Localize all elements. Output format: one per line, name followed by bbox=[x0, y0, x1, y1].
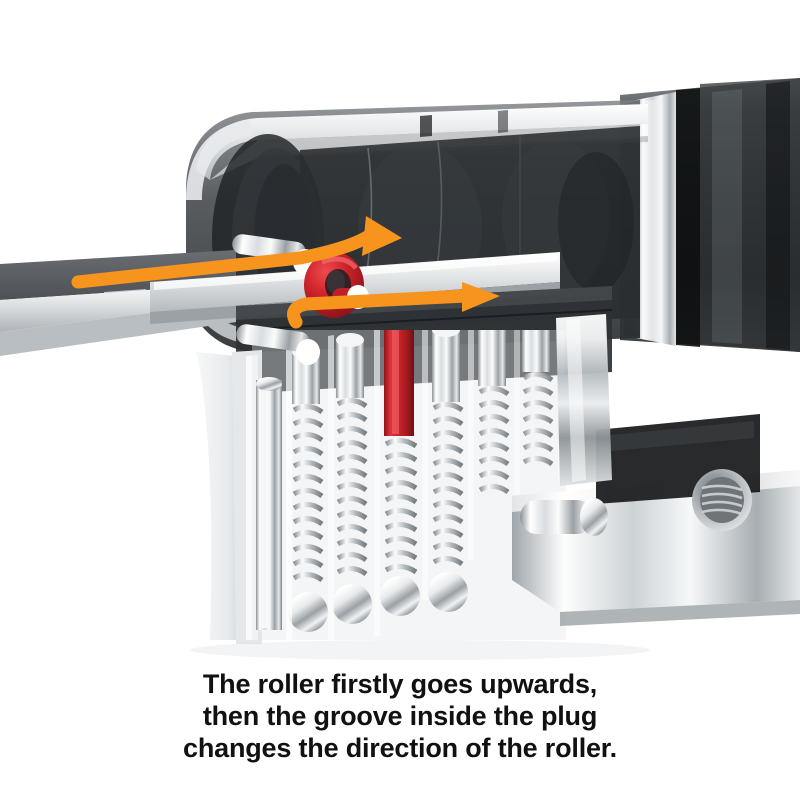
pin-chamber bbox=[522, 330, 554, 467]
caption-line-1: The roller firstly goes upwards, bbox=[202, 669, 598, 699]
roller-assembly bbox=[71, 216, 500, 365]
cam-pin bbox=[520, 498, 608, 536]
caption-line-2: then the groove inside the plug bbox=[202, 701, 598, 731]
screw-hole bbox=[692, 469, 752, 531]
caption-text: The roller firstly goes upwards, then th… bbox=[0, 668, 800, 764]
cylinder-body-group bbox=[620, 78, 800, 352]
arrow-right-icon bbox=[287, 282, 500, 329]
caption-line-3: changes the direction of the roller. bbox=[183, 733, 617, 763]
cylinder-face-plate bbox=[196, 350, 262, 644]
lower-tip-pin bbox=[236, 324, 320, 365]
pin-chamber bbox=[478, 330, 510, 495]
pin-chamber bbox=[428, 330, 468, 612]
lock-cylinder-illustration bbox=[0, 78, 800, 660]
pin-chamber-highlight bbox=[380, 330, 420, 616]
pin-chamber bbox=[332, 333, 372, 624]
arrow-up-icon bbox=[71, 216, 402, 289]
cam-housing-group bbox=[512, 314, 800, 626]
pin-chamber bbox=[256, 377, 282, 630]
